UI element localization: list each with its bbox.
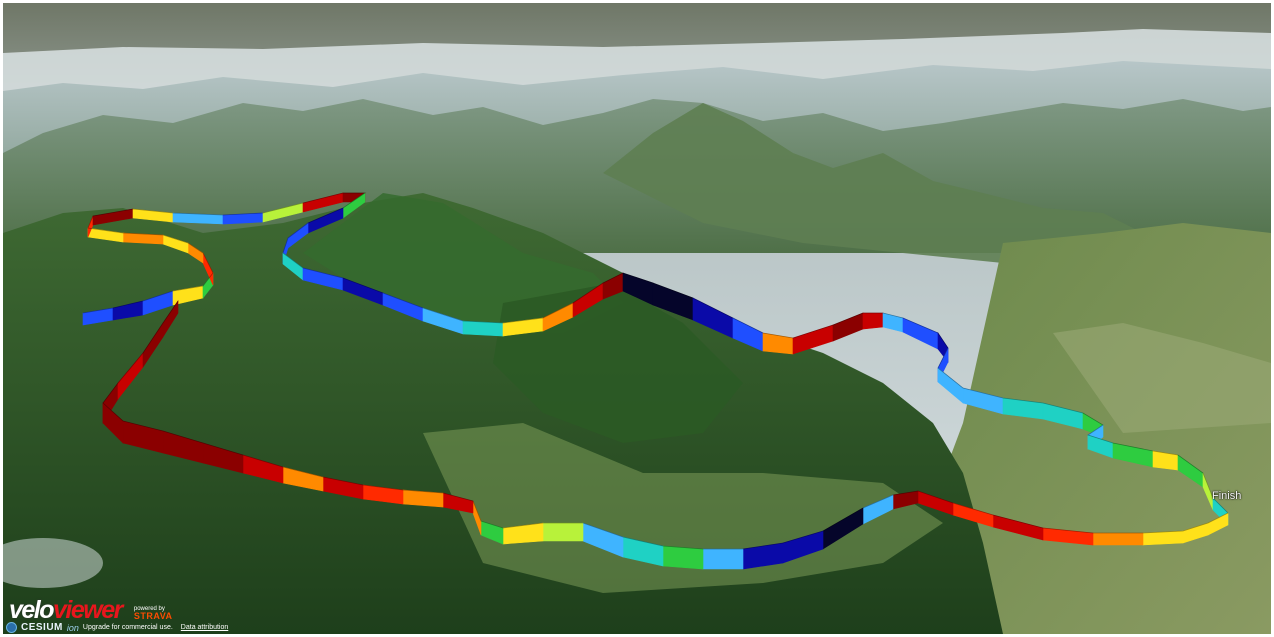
data-attribution-link[interactable]: Data attribution [180,624,229,631]
strava-badge: powered by STRAVA [134,606,173,623]
route-segment[interactable] [1092,532,1144,546]
route-segment[interactable] [162,300,179,339]
route-segment[interactable] [462,320,504,337]
strava-text: STRAVA [133,611,173,621]
viewer-text: viewer [53,596,123,624]
powered-by-text: powered by [133,606,165,612]
route-segment[interactable] [542,522,584,542]
cloud [3,538,103,588]
route-segment[interactable] [702,548,744,570]
cesium-logo-icon[interactable] [6,622,17,633]
veloviewer-wordmark: veloviewer [9,596,123,624]
veloviewer-logo[interactable]: veloviewer powered by STRAVA [9,598,173,623]
route-ribbon[interactable] [82,192,1229,570]
terrain-scene[interactable] [3,3,1271,634]
cesium-text: CESIUM [21,622,63,633]
map-viewer[interactable]: Finish veloviewer powered by STRAVA CESI… [3,3,1271,634]
upgrade-text: Upgrade for commercial use. [82,624,173,631]
route-segment[interactable] [862,312,884,330]
cesium-credit: CESIUM ion Upgrade for commercial use. D… [6,622,228,633]
farm-fields [1053,323,1271,433]
finish-label: Finish [1212,490,1242,502]
route-segment[interactable] [662,545,704,570]
ion-text: ion [66,622,79,633]
route-top-edge [82,192,1229,550]
central-peaks [603,103,1143,263]
velo-text: velo [9,596,55,624]
